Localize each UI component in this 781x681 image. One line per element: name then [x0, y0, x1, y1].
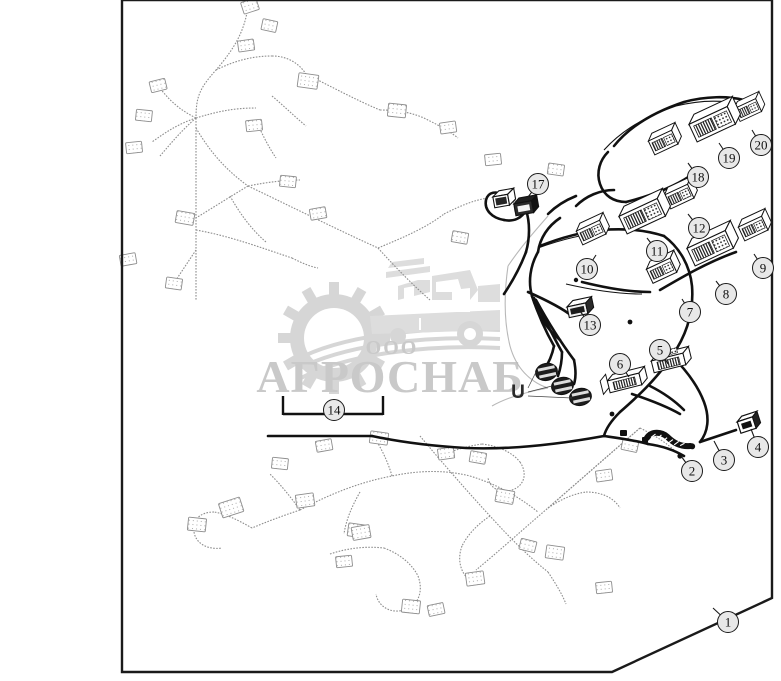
callout-bubble[interactable] [527, 173, 549, 195]
callout-number: 13 [584, 318, 597, 333]
callout-number: 4 [755, 440, 762, 455]
callout-6[interactable]: 6 [609, 353, 631, 378]
callout-bubble[interactable] [750, 134, 772, 156]
callout-bubble[interactable] [646, 240, 668, 262]
callout-5[interactable]: 5 [649, 339, 671, 365]
callout-number: 19 [723, 151, 736, 166]
callout-number: 9 [760, 261, 767, 276]
callout-bubble[interactable] [747, 436, 769, 458]
callout-bubble[interactable] [579, 314, 601, 336]
callout-number: 10 [581, 262, 594, 277]
ghost-connector-stubs-upper [118, 0, 565, 291]
callout-9[interactable]: 9 [752, 253, 774, 279]
callout-number: 20 [755, 138, 768, 153]
callout-number: 1 [725, 615, 732, 630]
callout-bubble[interactable] [681, 460, 703, 482]
callout-2[interactable]: 2 [680, 455, 703, 482]
callout-18[interactable]: 18 [687, 162, 709, 188]
watermark-company-name: АГРОСНАБ [256, 351, 523, 402]
callout-14[interactable]: 14 [323, 399, 345, 421]
callout-1[interactable]: 1 [712, 607, 739, 633]
callout-number: 8 [723, 287, 730, 302]
callout-4[interactable]: 4 [747, 428, 769, 458]
callout-7[interactable]: 7 [679, 298, 701, 323]
callout-number: 14 [328, 403, 342, 418]
harness-clip-markers [573, 277, 633, 417]
inline-connectors-group[interactable] [527, 361, 593, 407]
callout-number: 6 [617, 357, 624, 372]
callout-bubble[interactable] [717, 611, 739, 633]
connector-13[interactable] [565, 295, 595, 319]
callout-bubble[interactable] [609, 353, 631, 375]
callout-bubble[interactable] [688, 217, 710, 239]
diagram-border [120, 0, 774, 674]
u-letter-marker: U [511, 382, 525, 403]
part-3-grommet[interactable] [643, 429, 696, 450]
callout-bubble[interactable] [323, 399, 345, 421]
callout-bubble[interactable] [715, 283, 737, 305]
callout-bubble[interactable] [649, 339, 671, 361]
callout-number: 12 [693, 221, 706, 236]
callout-number: 18 [692, 170, 705, 185]
callout-number: 3 [721, 453, 728, 468]
callout-number: 17 [532, 177, 546, 192]
combine-icon [370, 258, 500, 347]
callout-8[interactable]: 8 [715, 280, 737, 305]
ghost-harness-upper [151, 5, 489, 301]
callout-bubble[interactable] [687, 166, 709, 188]
agrosnab-watermark: ООО АГРОСНАБ [256, 258, 523, 402]
connector-17[interactable] [491, 187, 540, 217]
callout-number: 5 [657, 343, 664, 358]
callout-number: 7 [687, 305, 694, 320]
callout-number: 2 [689, 464, 696, 479]
callout-11[interactable]: 11 [646, 237, 668, 262]
callout-bubble[interactable] [752, 257, 774, 279]
callout-12[interactable]: 12 [687, 213, 710, 239]
callout-bubble[interactable] [576, 258, 598, 280]
callout-bubble[interactable] [718, 147, 740, 169]
connector-6[interactable] [599, 365, 650, 396]
callout-10[interactable]: 10 [576, 254, 598, 280]
callout-13[interactable]: 13 [579, 310, 601, 336]
callout-bubble[interactable] [679, 301, 701, 323]
ghost-harness-lower [193, 427, 677, 612]
callout-bubble[interactable] [713, 449, 735, 471]
watermark-company-prefix: ООО [366, 337, 419, 359]
callout-3[interactable]: 3 [713, 440, 735, 471]
callout-19[interactable]: 19 [718, 142, 740, 169]
callout-17[interactable]: 17 [527, 173, 549, 198]
callout-20[interactable]: 20 [750, 129, 772, 156]
callout-number: 11 [651, 244, 664, 259]
